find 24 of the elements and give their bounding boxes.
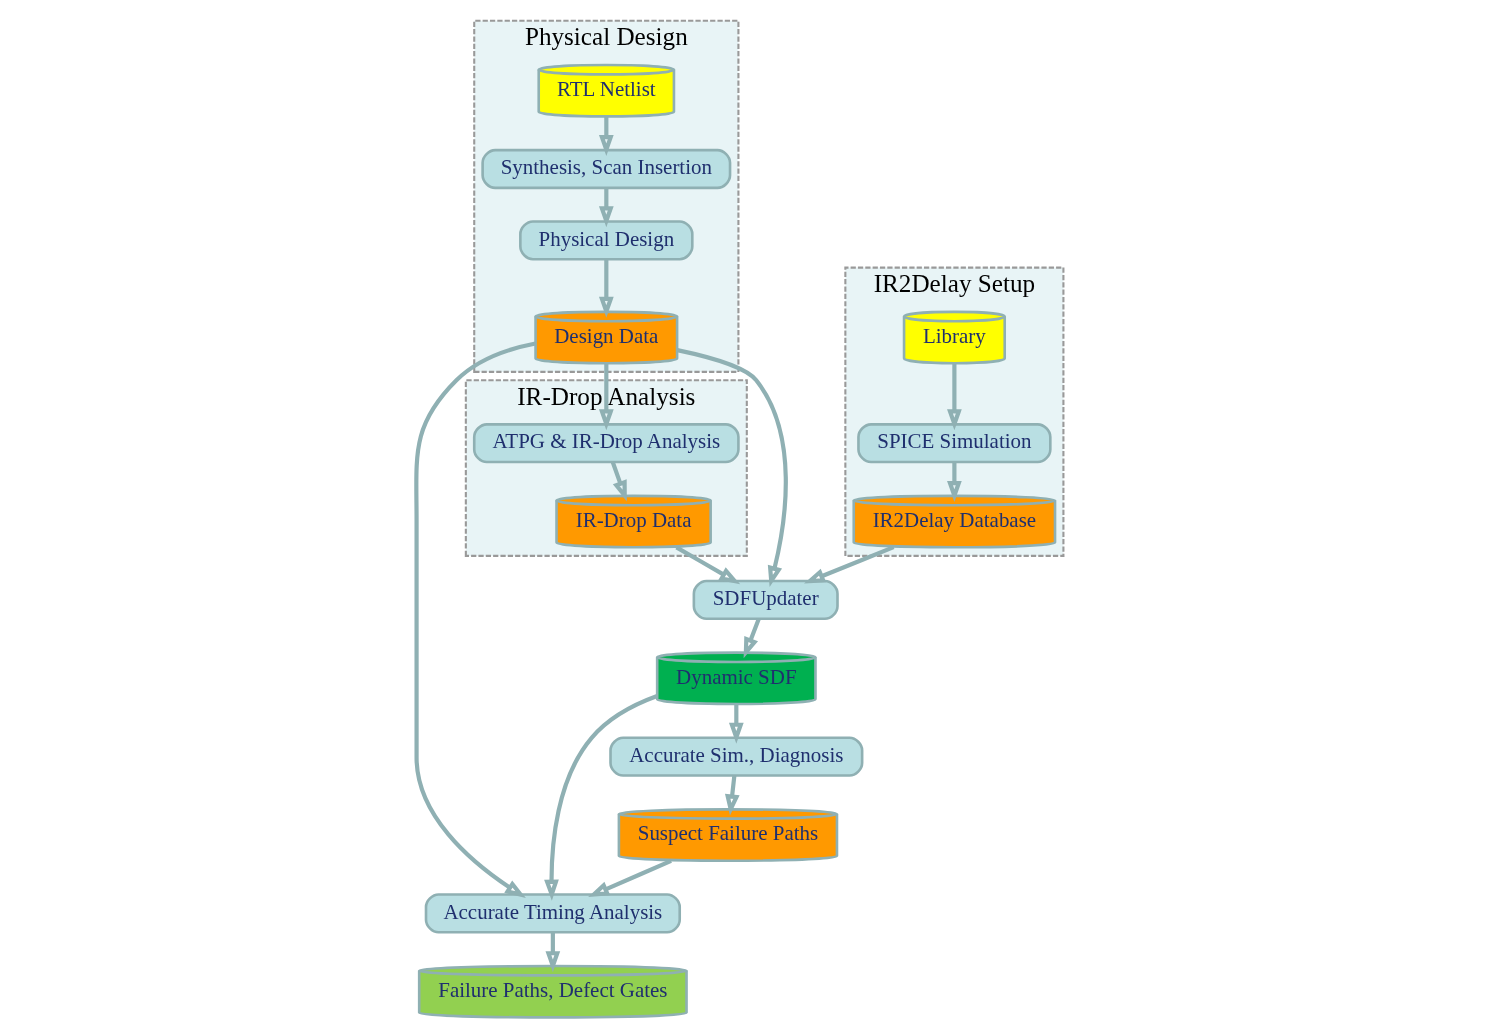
arrow [947, 363, 962, 431]
arrow [743, 618, 761, 659]
arrow [610, 461, 627, 502]
node-box: Accurate Timing Analysis [424, 893, 681, 934]
arrow [598, 259, 614, 318]
node-box: SPICE Simulation [857, 423, 1052, 464]
node-box: Accurate Sim., Diagnosis [609, 736, 864, 777]
node-box: ATPG & IR-Drop Analysis [472, 423, 740, 464]
arrow [598, 363, 614, 431]
arrow [676, 348, 788, 588]
arrow [804, 545, 895, 584]
arrow [598, 188, 614, 228]
node-box: Synthesis, Scan Insertion [481, 148, 732, 190]
arrow [598, 116, 614, 157]
arrow [675, 545, 741, 585]
arrow [414, 341, 536, 898]
arrow [724, 775, 740, 816]
node-box: SDFUpdater [692, 579, 839, 621]
arrow [588, 858, 672, 897]
arrow [947, 462, 962, 502]
arrow [545, 932, 561, 973]
node-box: Physical Design [519, 220, 694, 261]
arrow [728, 704, 744, 744]
arrow [544, 694, 658, 901]
